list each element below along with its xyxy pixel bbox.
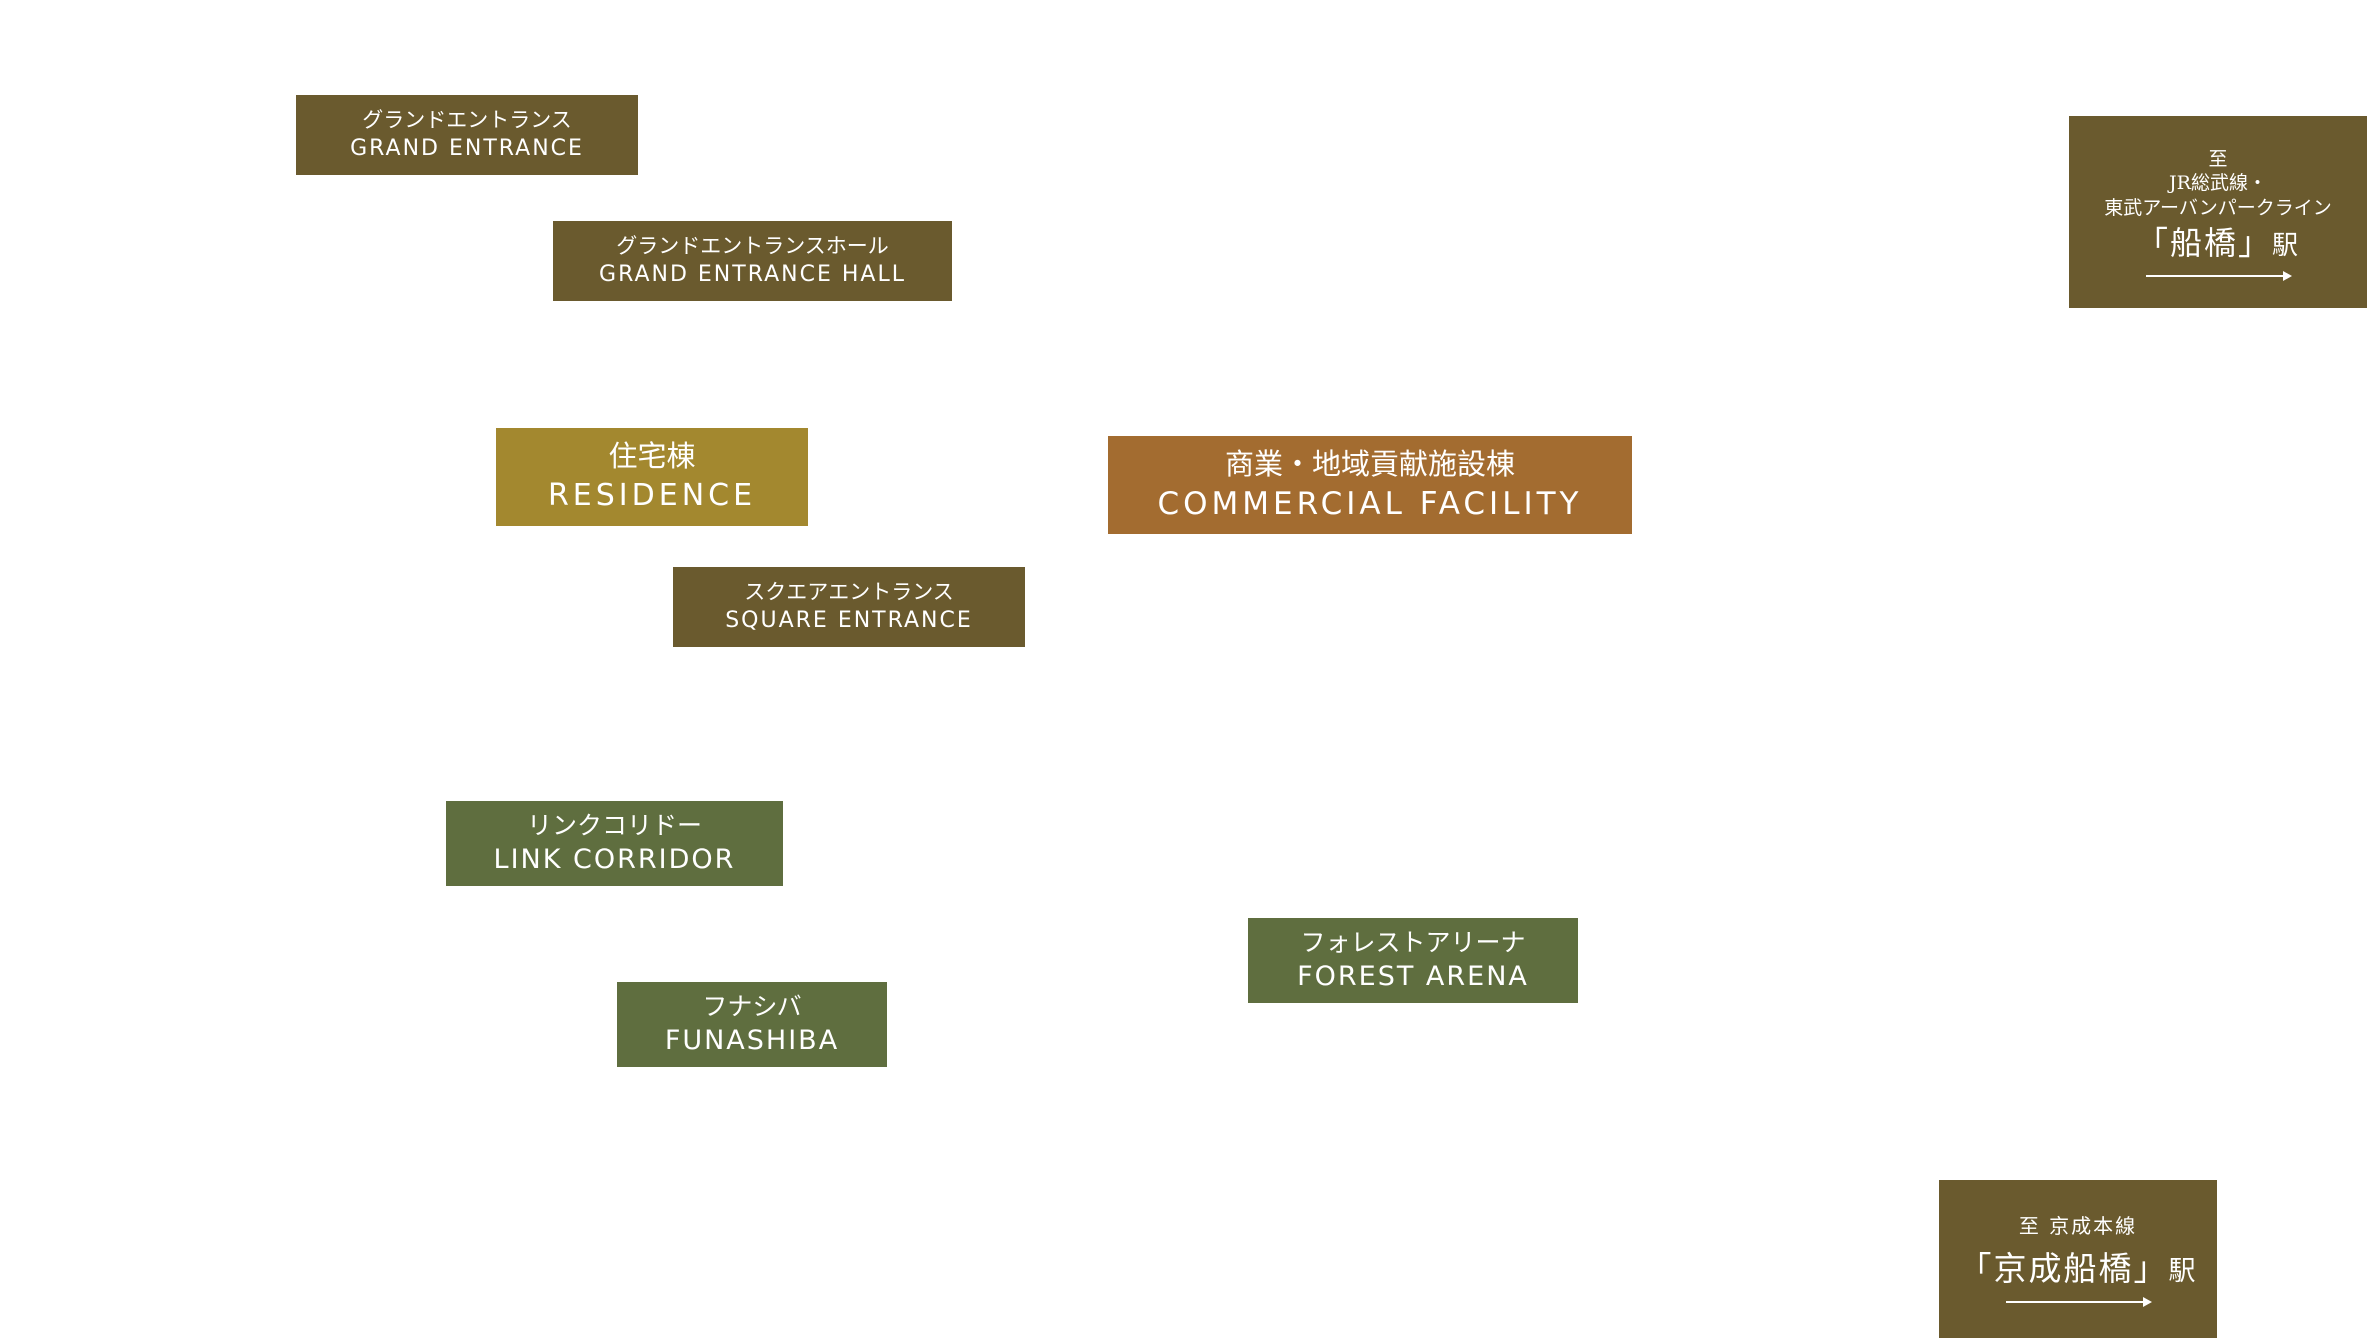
- grand-entrance-jp: グランドエントランス: [362, 108, 572, 133]
- funashiba-label: フナシバ FUNASHIBA: [617, 982, 887, 1067]
- grand-entrance-hall-label: グランドエントランスホール GRAND ENTRANCE HALL: [553, 221, 952, 301]
- commercial-facility-label: 商業・地域貢献施設棟 COMMERCIAL FACILITY: [1108, 436, 1632, 534]
- funashiba-jp: フナシバ: [702, 992, 802, 1022]
- square-entrance-jp: スクエアエントランス: [744, 580, 954, 605]
- residence-jp: 住宅棟: [608, 439, 696, 474]
- link-corridor-jp: リンクコリドー: [526, 811, 702, 841]
- square-entrance-en: SQUARE ENTRANCE: [725, 608, 973, 634]
- station-funabashi-line1: JR総武線・: [2169, 172, 2267, 195]
- grand-entrance-label: グランドエントランス GRAND ENTRANCE: [296, 95, 638, 175]
- forest-arena-label: フォレストアリーナ FOREST ARENA: [1248, 918, 1578, 1003]
- grand-entrance-hall-jp: グランドエントランスホール: [616, 234, 889, 259]
- grand-entrance-en: GRAND ENTRANCE: [350, 136, 584, 162]
- residence-en: RESIDENCE: [547, 478, 757, 514]
- arrow-right-icon: [2146, 271, 2292, 282]
- station-keisei-line: 至 京成本線: [2018, 1213, 2138, 1238]
- station-funabashi-line2: 東武アーバンパークライン: [2104, 196, 2332, 219]
- station-funabashi-name-row: 「船橋」駅: [2135, 223, 2301, 262]
- station-keisei-suffix: 駅: [2168, 1255, 2198, 1287]
- station-keisei-name: 「京成船橋」: [1958, 1248, 2169, 1288]
- square-entrance-label: スクエアエントランス SQUARE ENTRANCE: [673, 567, 1025, 647]
- commercial-facility-en: COMMERCIAL FACILITY: [1157, 485, 1583, 522]
- grand-entrance-hall-en: GRAND ENTRANCE HALL: [599, 262, 906, 288]
- station-funabashi-sign: 至 JR総武線・ 東武アーバンパークライン 「船橋」駅: [2069, 116, 2367, 308]
- station-keisei-name-row: 「京成船橋」駅: [1958, 1248, 2198, 1288]
- link-corridor-en: LINK CORRIDOR: [493, 843, 736, 875]
- commercial-facility-jp: 商業・地域貢献施設棟: [1224, 446, 1515, 481]
- funashiba-en: FUNASHIBA: [664, 1024, 840, 1056]
- station-funabashi-name: 「船橋」: [2135, 223, 2272, 262]
- residence-label: 住宅棟 RESIDENCE: [496, 428, 808, 526]
- arrow-right-icon: [2006, 1297, 2152, 1308]
- link-corridor-label: リンクコリドー LINK CORRIDOR: [446, 801, 783, 886]
- station-keisei-funabashi-sign: 至 京成本線 「京成船橋」駅: [1939, 1180, 2217, 1338]
- forest-arena-en: FOREST ARENA: [1297, 960, 1529, 992]
- station-funabashi-suffix: 駅: [2272, 230, 2301, 261]
- station-funabashi-to: 至: [2208, 147, 2228, 170]
- forest-arena-jp: フォレストアリーナ: [1300, 928, 1526, 958]
